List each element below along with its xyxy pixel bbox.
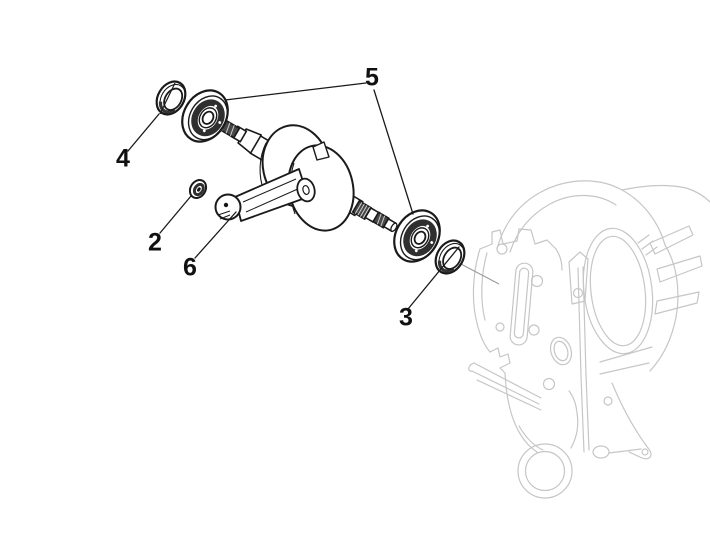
- assembly-axis-line: [458, 262, 500, 285]
- web-notch: [312, 141, 330, 161]
- callout-3: 3: [399, 303, 413, 332]
- bearing-right: [393, 209, 441, 263]
- bearing-left: [181, 89, 229, 143]
- callout-leader-lines: [127, 82, 460, 310]
- seal-left-face-line: [159, 82, 176, 115]
- crankcase-outline: [468, 180, 710, 499]
- crankshaft-right-shaft: [338, 191, 398, 232]
- crankshaft-webs: [259, 124, 355, 232]
- callout-2: 2: [148, 228, 162, 257]
- small-end-bushing: [188, 178, 208, 200]
- callout-4: 4: [116, 144, 130, 173]
- callout-5: 5: [365, 63, 379, 92]
- callout-6: 6: [183, 253, 197, 282]
